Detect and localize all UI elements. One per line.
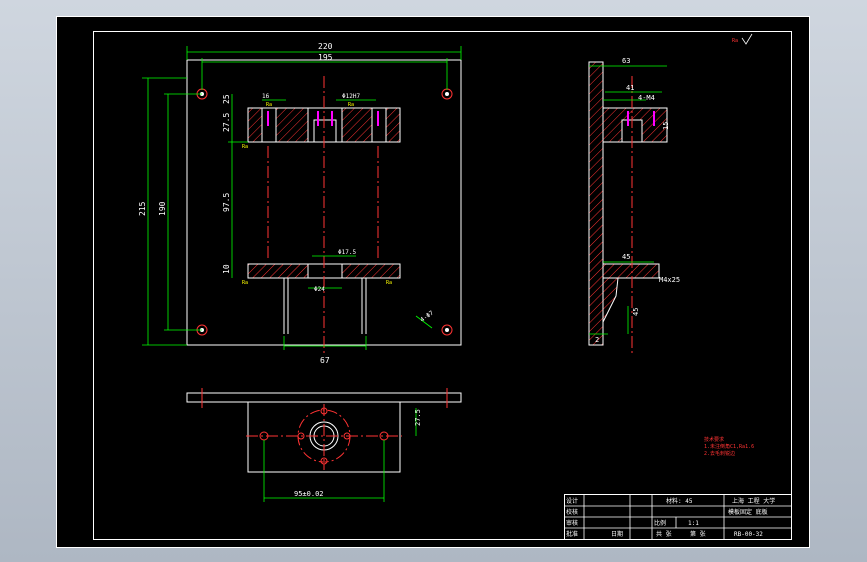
dim-25: 25 [222,94,231,104]
dim-4-phi7: 4-Φ7 [419,309,435,323]
dim-27-5: 27.5 [222,113,231,132]
tb-approve-label: 批准 [566,530,578,538]
tb-material: 材料: 45 [666,497,693,505]
dim-97-5: 97.5 [222,193,231,212]
dim-27-5-bottom: 27.5 [414,409,422,426]
dim-m4x25: M4x25 [659,276,680,284]
dim-45-side: 45 [632,308,640,316]
tb-scale-value: 1:1 [688,520,699,527]
tb-total-sheets: 共 张 [656,530,672,538]
notes-line-2: 2.去毛刺锐边 [704,450,735,457]
title-block: 设计 校核 审核 批准 日期 材料: 45 比例 1:1 共 张 第 张 上海 … [564,494,792,540]
dim-4-m4: 4-M4 [638,94,655,102]
roughness-mark-5: Ra [386,280,392,286]
dim-2: 2 [595,336,599,344]
dim-95: 95±0.02 [294,490,324,498]
technical-notes: 技术要求 1.未注倒角C1,Ra1.6 2.去毛刺锐边 [704,436,754,457]
roughness-mark-1: Ra [266,102,272,108]
dim-220: 220 [318,42,333,51]
tb-scale-label: 比例 [654,519,666,527]
dim-63: 63 [622,57,630,65]
drawing-sheet: 220 195 215 190 25 27.5 97.5 10 67 16 Φ1… [56,16,810,548]
dim-190: 190 [158,201,167,216]
tb-check-label: 校核 [566,508,578,516]
dim-15: 15 [662,122,670,130]
dim-phi12h7: Φ12H7 [342,93,360,100]
dim-195: 195 [318,53,333,62]
top-view: 95±0.02 27.5 [186,388,462,502]
dim-phi17-5: Φ17.5 [338,249,356,256]
side-view: 63 41 4-M4 45 M4x25 45 2 15 [588,57,680,356]
tb-audit-label: 审核 [566,519,578,527]
tb-sheet-number: 第 张 [690,530,706,538]
dim-45: 45 [622,253,630,261]
tb-date-label: 日期 [611,530,623,538]
dim-10: 10 [222,264,231,274]
front-view: 220 195 215 190 25 27.5 97.5 10 67 16 Φ1… [138,42,462,365]
dim-67: 67 [320,356,330,365]
cad-drawing: 220 195 215 190 25 27.5 97.5 10 67 16 Φ1… [56,16,810,548]
notes-heading: 技术要求 [704,436,724,443]
tb-design-label: 设计 [566,497,578,505]
dim-16: 16 [262,93,270,100]
dim-215: 215 [138,201,147,216]
roughness-mark-2: Ra [348,102,354,108]
tb-drawing-number: RB-00-32 [734,531,763,538]
notes-line-1: 1.未注倒角C1,Ra1.6 [704,443,754,450]
dim-phi24: Φ24 [314,286,325,293]
outer-frame [56,16,810,548]
tb-school: 上海 工程 大学 [732,497,775,505]
roughness-mark-4: Ra [242,280,248,286]
dim-41: 41 [626,84,634,92]
roughness-mark-3: Ra [242,144,248,150]
general-roughness-mark: Ra [732,38,738,44]
tb-drawing-name: 模板固定 底板 [728,508,768,516]
inner-border [93,31,792,540]
